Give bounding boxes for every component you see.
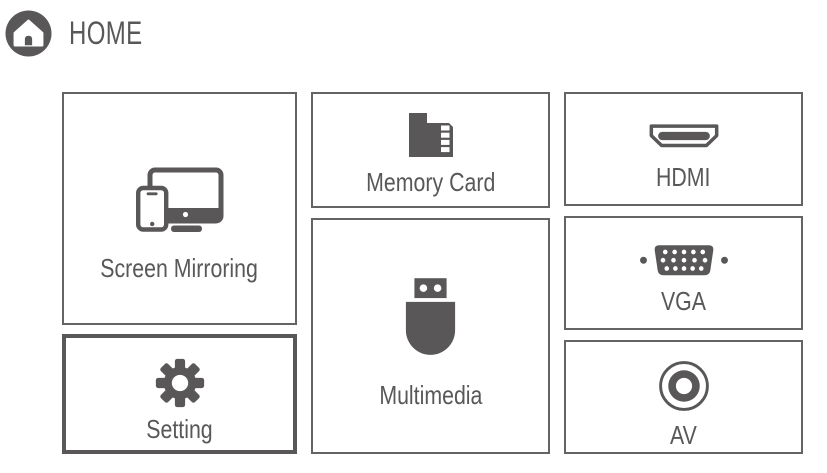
tile-label: Screen Mirroring <box>100 253 259 283</box>
tile-memory-card[interactable]: Memory Card <box>311 92 550 208</box>
home-icon <box>5 10 52 57</box>
usb-drive-icon <box>404 277 457 356</box>
tile-label: AV <box>670 420 697 450</box>
grid-column-left: Screen Mirroring Settin <box>62 92 297 454</box>
tile-hdmi[interactable]: HDMI <box>564 92 803 206</box>
grid-column-middle: Memory Card Multimedia <box>311 92 550 454</box>
tile-label: VGA <box>660 286 707 317</box>
rca-connector-icon <box>657 359 711 413</box>
vga-connector-icon <box>639 243 729 278</box>
grid-column-right: HDMI VGA <box>564 92 803 454</box>
screen-mirroring-icon <box>135 167 224 233</box>
hdmi-connector-icon <box>646 123 722 149</box>
tile-label: Setting <box>146 414 213 444</box>
tile-screen-mirroring[interactable]: Screen Mirroring <box>62 92 297 325</box>
tile-label: Memory Card <box>365 167 496 197</box>
tile-vga[interactable]: VGA <box>564 216 803 330</box>
tile-av[interactable]: AV <box>564 340 803 454</box>
tile-setting[interactable]: Setting <box>62 334 297 454</box>
tile-multimedia[interactable]: Multimedia <box>311 218 550 454</box>
header: HOME <box>5 10 167 57</box>
page-title: HOME <box>69 15 143 51</box>
sd-card-icon <box>406 112 456 158</box>
tile-grid: Screen Mirroring Settin <box>62 92 803 454</box>
tile-label: Multimedia <box>378 379 483 410</box>
gear-icon <box>154 357 206 409</box>
tile-label: HDMI <box>656 162 711 192</box>
